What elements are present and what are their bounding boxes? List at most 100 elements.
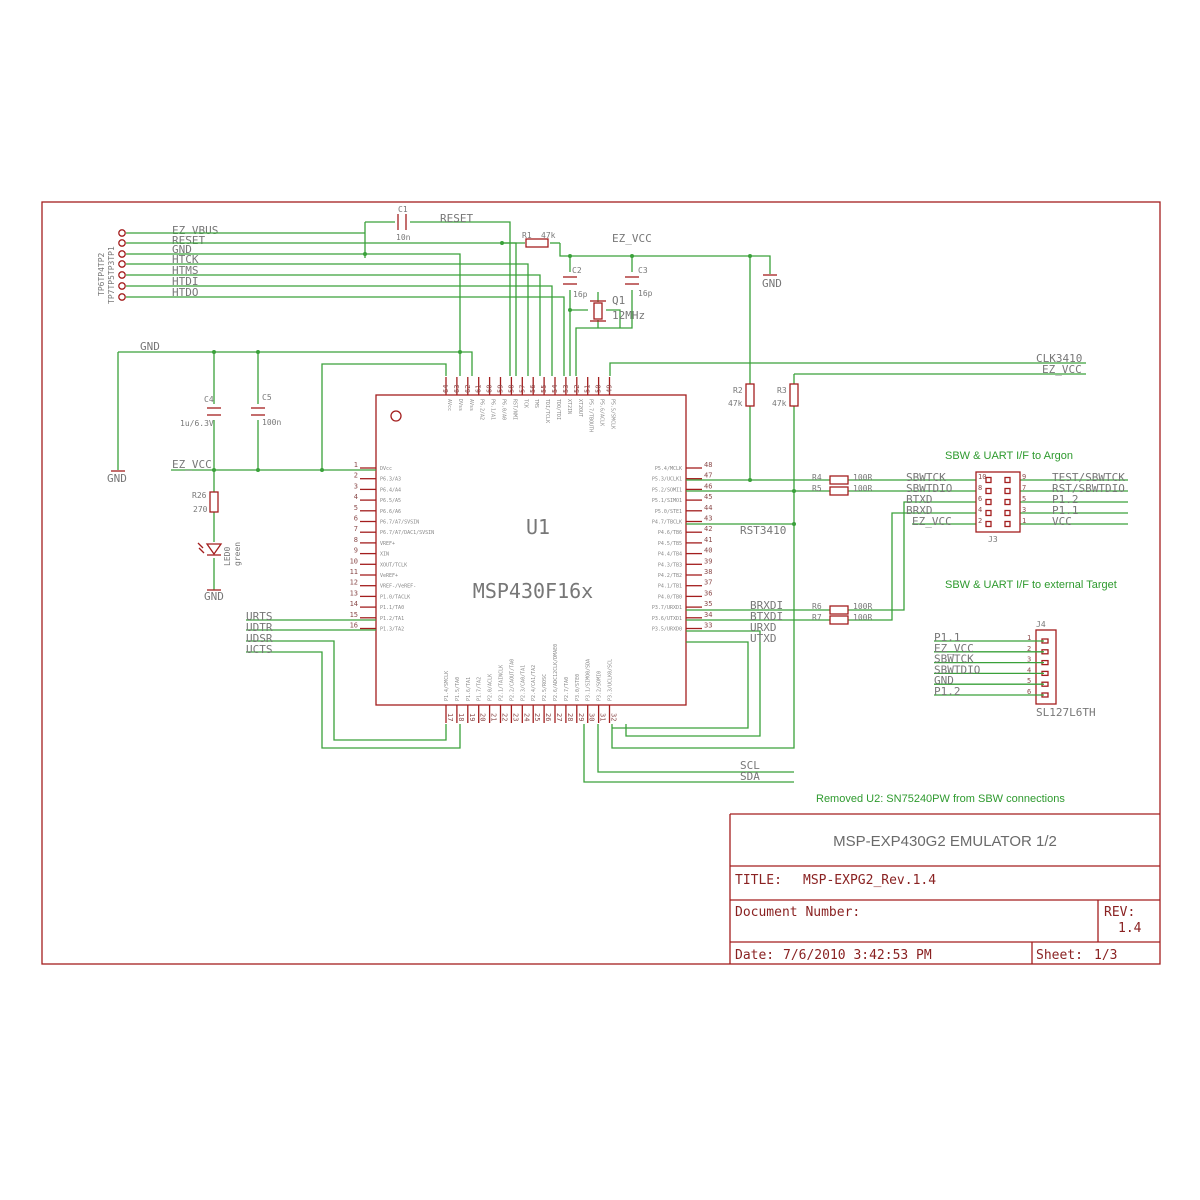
mcu-pin-number: 42 bbox=[704, 525, 712, 533]
r5-ref: R5 bbox=[812, 484, 822, 493]
mcu-pin-number: 13 bbox=[350, 589, 358, 597]
mcu-pin-name: XOUT/TCLK bbox=[380, 562, 407, 568]
mcu-pin-number: 25 bbox=[533, 713, 541, 721]
mcu-pin-name: DVss bbox=[457, 399, 463, 411]
j3-pin-number: 10 bbox=[978, 473, 986, 481]
mcu-part: MSP430F16x bbox=[473, 579, 593, 603]
removed-u2-note: Removed U2: SN75240PW from SBW connectio… bbox=[816, 793, 1065, 805]
testpoints: TP6TP4TP2 TP7TP5TP3TP1 bbox=[97, 229, 126, 304]
mcu-pin-number: 11 bbox=[350, 568, 358, 576]
mcu-pin-name: P2.6/ADC12CLK/DMAE0 bbox=[553, 644, 559, 701]
led-value: green bbox=[233, 542, 242, 566]
title-label: TITLE: bbox=[735, 873, 782, 888]
rev-value: 1.4 bbox=[1118, 921, 1142, 936]
mcu-pin-name: P3.2/SOMI0 bbox=[597, 671, 603, 701]
mcu-pin-number: 45 bbox=[704, 493, 712, 501]
c2-value: 16p bbox=[573, 290, 588, 299]
net-htdi: HTDI bbox=[172, 275, 199, 288]
r2-ref: R2 bbox=[733, 386, 743, 395]
mcu-pin-number: 21 bbox=[490, 713, 498, 721]
mcu-pin-number: 9 bbox=[354, 547, 358, 555]
mcu-pin-number: 38 bbox=[704, 568, 712, 576]
mcu-pin-number: 2 bbox=[354, 472, 358, 480]
mcu-pin-name: P5.2/SOMI1 bbox=[652, 487, 682, 493]
mcu-pin-name: P1.1/TA0 bbox=[380, 605, 404, 611]
c1-value: 10n bbox=[396, 233, 411, 242]
mcu-pin-name: TCK bbox=[522, 399, 528, 408]
mcu-pin-number: 29 bbox=[577, 713, 585, 721]
mcu-pin-name: P4.4/TB4 bbox=[658, 552, 682, 558]
sheet-value: 1/3 bbox=[1094, 948, 1117, 963]
mcu-pin-number: 58 bbox=[507, 385, 515, 393]
right-top-wires bbox=[609, 362, 1086, 749]
j3-right-net: P1.2 bbox=[1052, 493, 1079, 506]
mcu-pin-number: 22 bbox=[501, 713, 509, 721]
net-reset-top: RESET bbox=[440, 212, 473, 225]
c5-ref: C5 bbox=[262, 393, 272, 402]
mcu-pin-number: 1 bbox=[354, 461, 358, 469]
testpoint-circle bbox=[118, 282, 126, 290]
net-urxd: URXD bbox=[750, 621, 777, 634]
led-led0: LED0 green bbox=[197, 542, 242, 566]
r1-value: 47k bbox=[541, 231, 556, 240]
mcu-pin-name: P1.3/TA2 bbox=[380, 627, 404, 633]
mcu-pin-name: P2.2/CAOUT/TA0 bbox=[509, 659, 515, 701]
sheet-frame bbox=[41, 201, 1161, 965]
j3-pin-number: 2 bbox=[978, 517, 982, 525]
mcu-pin-number: 23 bbox=[511, 713, 519, 721]
capacitor-c1: C1 10n bbox=[396, 205, 411, 242]
mcu-pin-number: 35 bbox=[704, 600, 712, 608]
mcu-pin-number: 17 bbox=[446, 713, 454, 721]
mcu-pin-name: P3.6/UTXD1 bbox=[652, 616, 682, 622]
mcu-pin-name: VREF-/VeREF- bbox=[380, 584, 416, 590]
c4-ref: C4 bbox=[204, 395, 214, 404]
mcu-pin-number: 16 bbox=[350, 622, 358, 630]
j3-pin-pad bbox=[985, 509, 992, 517]
net-ez-vbus: EZ_VBUS bbox=[172, 224, 218, 237]
resistor-r2: R2 47k bbox=[728, 383, 755, 408]
r3-value: 47k bbox=[772, 399, 787, 408]
uart-left-wires bbox=[246, 619, 461, 749]
net-gnd-left-tp: GND bbox=[172, 243, 192, 256]
j4-net: P1.2 bbox=[934, 685, 961, 698]
mcu-pin-name: VREF+ bbox=[380, 541, 395, 547]
j3-left-net: SBWTCK bbox=[906, 471, 946, 484]
j3-pin-number: 4 bbox=[978, 506, 982, 514]
mcu-pin-number: 59 bbox=[497, 385, 505, 393]
mcu-pin-name: RST/NMI bbox=[511, 399, 517, 420]
mcu-pin-name: P2.0/ACLK bbox=[488, 674, 494, 701]
c3-value: 16p bbox=[638, 289, 653, 298]
mcu-pin-number: 4 bbox=[354, 493, 358, 501]
resistor-r1: R1 47k bbox=[522, 231, 556, 248]
mcu-pin-name: P6.7/A7/SVSIN bbox=[380, 520, 419, 526]
sheet-title: MSP-EXP430G2 EMULATOR 1/2 bbox=[833, 833, 1057, 850]
led-ref: LED0 bbox=[223, 547, 232, 566]
mcu-pin-name: P2.7/TA0 bbox=[564, 677, 570, 701]
j3-pin-number: 8 bbox=[978, 484, 982, 492]
mcu-pin-name: P1.5/TA0 bbox=[455, 677, 461, 701]
mcu-pin-name: P6.1/A1 bbox=[490, 399, 496, 420]
gnd-symbol-top: GND bbox=[762, 274, 782, 290]
mcu-pin-name: P6.0/A0 bbox=[501, 399, 507, 420]
j3-pin-pad bbox=[1004, 476, 1011, 484]
mcu-pin-name: P6.2/A2 bbox=[479, 399, 485, 420]
mcu-pin-number: 33 bbox=[704, 622, 712, 630]
r26-ref: R26 bbox=[192, 491, 207, 500]
net-htms: HTMS bbox=[172, 264, 199, 277]
net-urts: URTS bbox=[246, 610, 273, 623]
mcu-pin-number: 51 bbox=[584, 385, 592, 393]
mcu-pin-name: P6.3/A3 bbox=[380, 477, 401, 483]
c4-value: 1u/6.3V bbox=[180, 419, 214, 428]
mcu-pin-number: 20 bbox=[479, 713, 487, 721]
r2-value: 47k bbox=[728, 399, 743, 408]
section-argon-label: SBW & UART I/F to Argon bbox=[945, 450, 1073, 462]
gnd-symbol-led: GND bbox=[204, 589, 224, 603]
resistor-r4: R4 100R bbox=[812, 473, 872, 485]
j4-pin-number: 3 bbox=[1027, 656, 1031, 664]
mcu-pin-name: P4.5/TB5 bbox=[658, 541, 682, 547]
testpoint-circle bbox=[118, 293, 126, 301]
mcu-pin-name: P5.4/MCLK bbox=[655, 466, 682, 472]
